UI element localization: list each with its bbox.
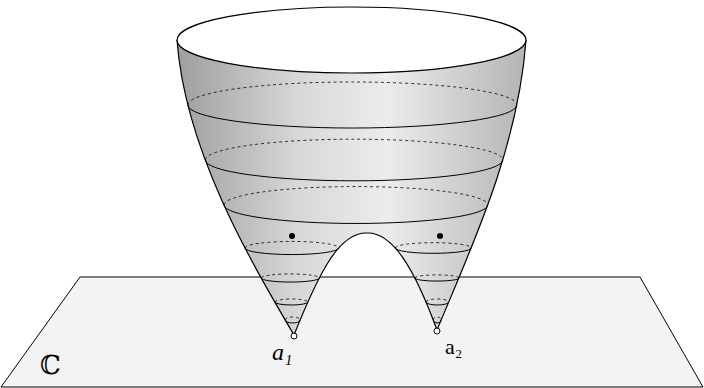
level-curve bbox=[261, 278, 319, 282]
level-curve bbox=[426, 302, 449, 305]
level-curve bbox=[224, 205, 488, 223]
level-curve bbox=[205, 160, 502, 181]
hidden-level-curve bbox=[205, 139, 502, 160]
hidden-level-curve bbox=[275, 299, 308, 302]
riemann-surface bbox=[177, 40, 526, 335]
complex-plane bbox=[1, 277, 703, 387]
level-curve bbox=[395, 248, 471, 253]
level-curve bbox=[275, 302, 308, 305]
hidden-level-curve bbox=[224, 187, 488, 205]
level-curve bbox=[285, 320, 300, 323]
point-label: a₁ bbox=[272, 340, 292, 364]
hidden-level-curve bbox=[395, 243, 471, 248]
branch-point bbox=[434, 328, 440, 334]
level-curve bbox=[188, 105, 517, 128]
critical-point bbox=[437, 233, 443, 239]
top-rim bbox=[177, 7, 526, 73]
hidden-level-curve bbox=[426, 299, 449, 302]
hidden-level-curve bbox=[261, 274, 319, 278]
level-curve bbox=[433, 320, 441, 323]
hidden-level-curve bbox=[415, 275, 459, 278]
level-curve bbox=[245, 248, 339, 255]
hidden-level-curve bbox=[285, 317, 300, 320]
plane-label: ℂ bbox=[40, 352, 61, 378]
critical-point bbox=[289, 233, 295, 239]
hidden-level-curve bbox=[433, 317, 441, 320]
level-curve bbox=[415, 278, 459, 281]
point-label: a₂ bbox=[445, 336, 462, 358]
hidden-level-curve bbox=[188, 82, 517, 105]
level-curves bbox=[188, 82, 517, 323]
branch-point bbox=[291, 333, 297, 339]
hidden-level-curve bbox=[245, 241, 339, 248]
